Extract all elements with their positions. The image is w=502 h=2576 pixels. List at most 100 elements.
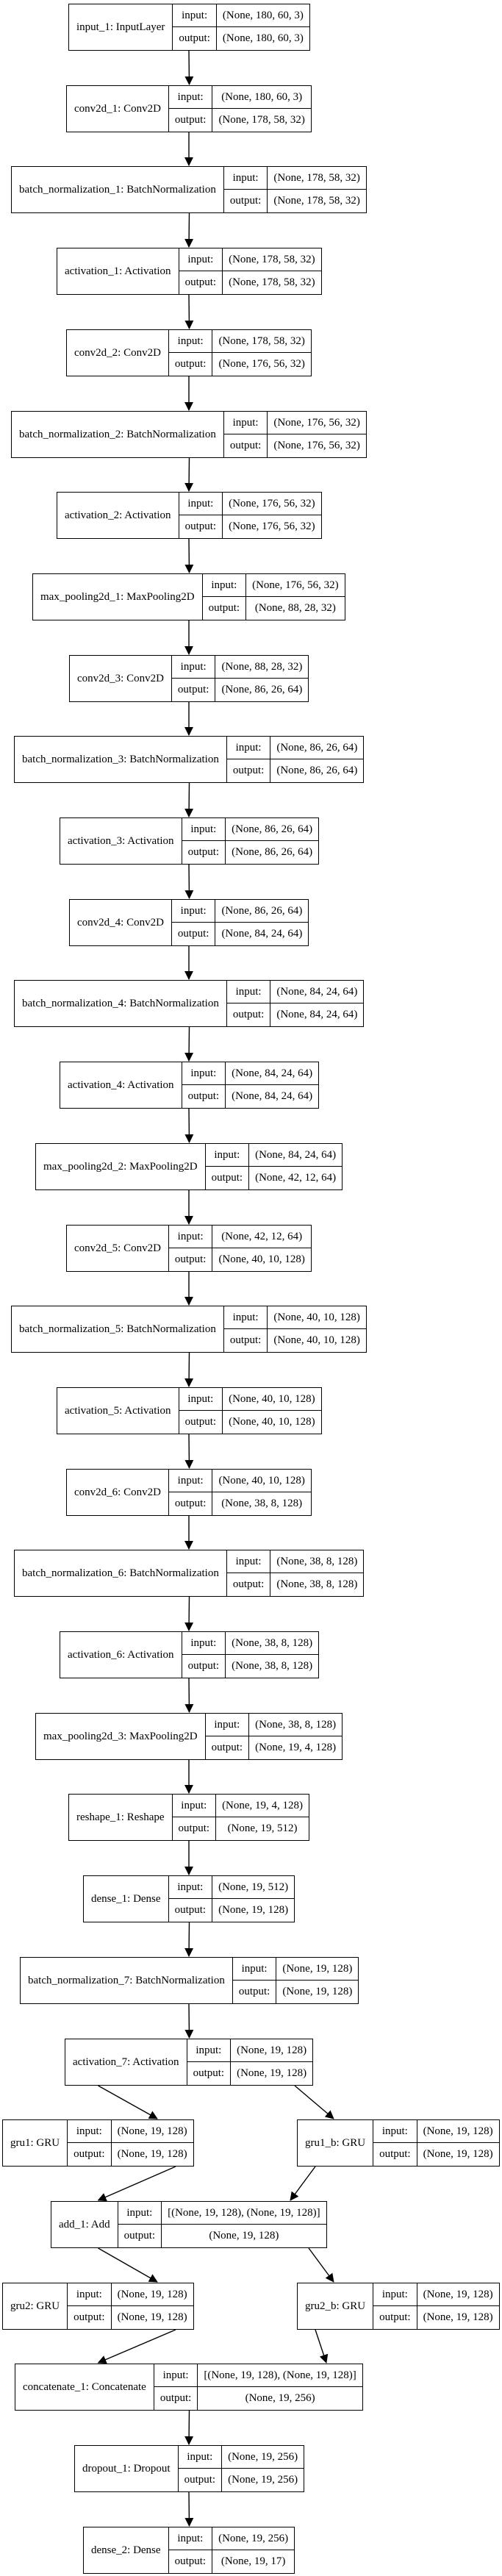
layer-io-table: input: (None, 19, 128) output: (None, 19… <box>68 2120 193 2166</box>
layer-name-label: max_pooling2d_2: MaxPooling2D <box>36 1144 206 1189</box>
node-conv2d-1: conv2d_1: Conv2D input: (None, 180, 60, … <box>66 85 312 132</box>
input-label: input: <box>173 4 217 27</box>
input-shape: [(None, 19, 128), (None, 19, 128)] <box>198 2364 362 2387</box>
input-shape: (None, 19, 128) <box>111 2283 193 2306</box>
node-gru1-b: gru1_b: GRU input: (None, 19, 128) outpu… <box>297 2119 500 2167</box>
output-label: output: <box>182 1085 226 1108</box>
output-label: output: <box>187 2062 232 2085</box>
output-label: output: <box>224 1329 268 1352</box>
input-label: input: <box>168 330 213 353</box>
edge-activation_5-to-conv2d_6 <box>184 1434 194 1469</box>
output-label: output: <box>233 1981 277 2003</box>
layer-io-table: input: (None, 38, 8, 128) output: (None,… <box>182 1632 319 1678</box>
node-conv2d-5: conv2d_5: Conv2D input: (None, 42, 12, 6… <box>66 1225 312 1272</box>
node-activation-6: activation_6: Activation input: (None, 3… <box>60 1631 320 1678</box>
input-label: input: <box>182 1062 226 1085</box>
layer-io-table: input: (None, 19, 128) output: (None, 19… <box>187 2039 313 2085</box>
input-shape: (None, 19, 512) <box>212 1876 295 1899</box>
node-activation-7: activation_7: Activation input: (None, 1… <box>65 2039 314 2086</box>
edge-batch_normalization_1-to-activation_1 <box>184 212 194 248</box>
output-label: output: <box>172 923 216 945</box>
input-shape: (None, 86, 26, 64) <box>215 900 309 923</box>
input-label: input: <box>223 167 268 190</box>
node-batch-normalization-6: batch_normalization_6: BatchNormalizatio… <box>14 1550 365 1597</box>
edge-activation_6-to-max_pooling2d_3 <box>184 1678 194 1713</box>
layer-io-table: input: (None, 176, 56, 32) output: (None… <box>223 412 366 457</box>
node-max-pooling2d-1: max_pooling2d_1: MaxPooling2D input: (No… <box>32 573 345 620</box>
output-shape: (None, 38, 8, 128) <box>232 1660 313 1672</box>
layer-io-table: input: (None, 19, 128) output: (None, 19… <box>68 2283 193 2329</box>
layer-name-label: conv2d_4: Conv2D <box>70 900 172 945</box>
layer-io-table: input: (None, 180, 60, 3) output: (None,… <box>168 86 311 132</box>
input-label: input: <box>168 1226 213 1248</box>
input-label: input: <box>373 2283 417 2306</box>
input-shape: (None, 176, 56, 32) <box>223 493 321 515</box>
output-label: output: <box>206 1167 250 1189</box>
output-label: output: <box>227 1573 271 1596</box>
layer-io-table: input: (None, 176, 56, 32) output: (None… <box>202 574 345 620</box>
output-label: output: <box>173 27 217 50</box>
node-batch-normalization-3: batch_normalization_3: BatchNormalizatio… <box>14 736 365 783</box>
edge-activation_2-to-max_pooling2d_1 <box>184 538 194 573</box>
input-shape: (None, 84, 24, 64) <box>249 1144 343 1167</box>
layer-io-table: input: [(None, 19, 128), (None, 19, 128)… <box>154 2364 362 2410</box>
node-dense-1: dense_1: Dense input: (None, 19, 512) ou… <box>83 1875 295 1922</box>
input-shape: (None, 176, 56, 32) <box>246 574 345 597</box>
output-shape: (None, 176, 56, 32) <box>273 440 360 451</box>
input-shape: (None, 19, 4, 128) <box>216 1795 309 1817</box>
edge-dense_1-to-batch_normalization_7 <box>184 1922 194 1957</box>
node-conv2d-3: conv2d_3: Conv2D input: (None, 88, 28, 3… <box>69 655 309 702</box>
output-shape: (None, 19, 256) <box>228 2474 298 2486</box>
layer-name-label: gru2_b: GRU <box>298 2283 374 2329</box>
output-shape: (None, 86, 26, 64) <box>221 684 303 695</box>
node-dropout-1: dropout_1: Dropout input: (None, 19, 256… <box>74 2445 305 2492</box>
output-label: output: <box>182 1655 226 1678</box>
input-shape: (None, 84, 24, 64) <box>226 1062 319 1085</box>
node-activation-3: activation_3: Activation input: (None, 8… <box>60 817 320 865</box>
edge-batch_normalization_6-to-activation_6 <box>184 1596 194 1631</box>
layer-io-table: input: (None, 180, 60, 3) output: (None,… <box>173 4 309 50</box>
input-shape: [(None, 19, 128), (None, 19, 128)] <box>162 2202 326 2225</box>
layer-io-table: input: (None, 40, 10, 128) output: (None… <box>179 1388 321 1434</box>
layer-name-label: conv2d_2: Conv2D <box>67 330 169 376</box>
layer-io-table: input: (None, 19, 128) output: (None, 19… <box>373 2120 499 2166</box>
output-shape: (None, 178, 58, 32) <box>218 114 305 126</box>
output-shape: (None, 38, 8, 128) <box>276 1578 358 1590</box>
node-batch-normalization-5: batch_normalization_5: BatchNormalizatio… <box>11 1306 367 1353</box>
output-shape: (None, 19, 128) <box>423 2311 493 2323</box>
input-label: input: <box>179 1388 223 1411</box>
output-label: output: <box>169 1899 213 1922</box>
output-shape: (None, 19, 128) <box>423 2148 493 2160</box>
edge-batch_normalization_7-to-activation_7 <box>184 2003 194 2039</box>
edge-gru2_b-to-concatenate_1 <box>315 2329 329 2364</box>
layer-name-label: gru1_b: GRU <box>298 2120 374 2166</box>
node-gru1: gru1: GRU input: (None, 19, 128) output:… <box>2 2119 194 2167</box>
input-label: input: <box>168 1470 213 1492</box>
output-shape: (None, 178, 58, 32) <box>229 276 315 288</box>
node-activation-1: activation_1: Activation input: (None, 1… <box>57 248 322 295</box>
output-label: output: <box>179 271 223 294</box>
node-dense-2: dense_2: Dense input: (None, 19, 256) ou… <box>83 2527 295 2574</box>
output-shape: (None, 42, 12, 64) <box>255 1172 337 1184</box>
layer-name-label: batch_normalization_7: BatchNormalizatio… <box>21 1958 233 2003</box>
input-shape: (None, 180, 60, 3) <box>216 4 309 27</box>
layer-io-table: input: (None, 19, 512) output: (None, 19… <box>168 1876 295 1922</box>
output-shape: (None, 19, 128) <box>209 2230 279 2242</box>
input-label: input: <box>226 1550 271 1573</box>
layer-name-label: activation_6: Activation <box>60 1632 182 1678</box>
layer-name-label: dense_2: Dense <box>84 2527 169 2573</box>
output-label: output: <box>179 2469 223 2491</box>
layer-name-label: activation_5: Activation <box>57 1388 179 1434</box>
edge-batch_normalization_4-to-activation_4 <box>184 1026 194 1062</box>
output-label: output: <box>118 2225 162 2247</box>
layer-name-label: batch_normalization_1: BatchNormalizatio… <box>12 167 224 212</box>
layer-name-label: reshape_1: Reshape <box>69 1795 173 1840</box>
input-label: input: <box>232 1958 277 1981</box>
node-gru2: gru2: GRU input: (None, 19, 128) output:… <box>2 2283 194 2330</box>
layer-name-label: conv2d_5: Conv2D <box>67 1226 169 1271</box>
layer-io-table: input: (None, 88, 28, 32) output: (None,… <box>171 656 309 701</box>
layer-io-table: input: (None, 178, 58, 32) output: (None… <box>179 248 321 294</box>
layer-name-label: activation_2: Activation <box>57 493 179 538</box>
edge-add_1-to-gru2 <box>98 2247 158 2283</box>
